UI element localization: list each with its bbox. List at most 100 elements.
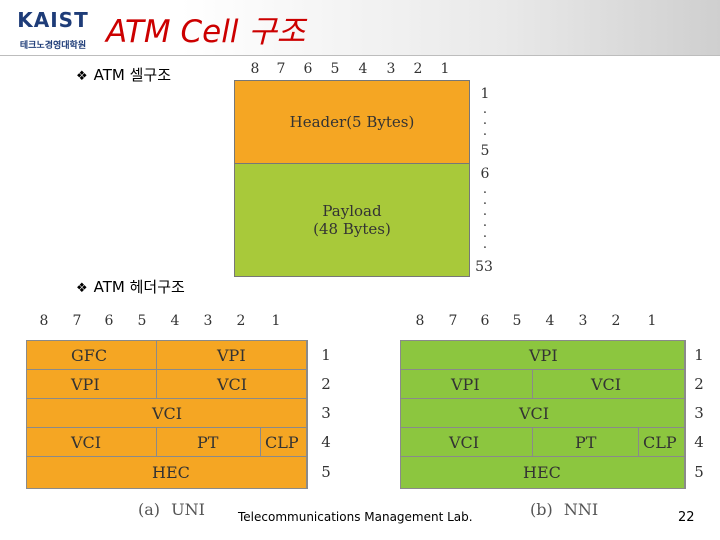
uni-vpi-field: VPI — [157, 341, 307, 370]
field-label: VPI — [217, 345, 246, 365]
octet-number: 5 — [480, 143, 490, 159]
nni-pt-field: PT — [533, 428, 639, 457]
field-label: HEC — [152, 463, 190, 482]
bullet-text: ATM 셀구조 — [93, 66, 172, 84]
bit-number: 8 — [415, 313, 425, 329]
bit-number: 6 — [480, 313, 490, 329]
caption-tag: (a) — [138, 500, 161, 519]
bit-number: 5 — [512, 313, 522, 329]
field-label: CLP — [265, 432, 299, 452]
nni-vci-field: VCI — [401, 428, 533, 457]
uni-vpi-field: VPI — [27, 370, 157, 399]
row-number: 4 — [321, 433, 331, 451]
bit-number: 2 — [236, 313, 246, 329]
uni-caption: (a) UNI — [138, 500, 205, 519]
bit-number: 8 — [39, 313, 49, 329]
field-label: VCI — [591, 374, 622, 394]
bit-number: 7 — [72, 313, 82, 329]
field-label: VCI — [519, 403, 550, 423]
bullet-header-structure: ❖ ATM 헤더구조 — [76, 276, 185, 297]
bit-number: 7 — [448, 313, 458, 329]
row-number: 1 — [694, 346, 704, 364]
bit-number: 4 — [358, 61, 368, 77]
field-label: VPI — [71, 374, 100, 394]
payload-size-label: (48 Bytes) — [313, 220, 391, 238]
bit-number: 4 — [545, 313, 555, 329]
octet-number: 53 — [475, 259, 493, 275]
field-label: GFC — [71, 345, 108, 365]
uni-vci-field: VCI — [157, 370, 307, 399]
bit-number: 1 — [271, 313, 281, 329]
uni-clp-field: CLP — [261, 428, 307, 457]
diamond-bullet-icon: ❖ — [76, 69, 88, 84]
caption-label: UNI — [171, 500, 205, 519]
bit-number: 5 — [330, 61, 340, 77]
bit-number: 2 — [611, 313, 621, 329]
field-label: HEC — [523, 463, 561, 482]
uni-pt-field: PT — [157, 428, 261, 457]
uni-header-table: GFC VPI VPI VCI VCI VCI PT CLP HEC — [26, 340, 308, 489]
bullet-cell-structure: ❖ ATM 셀구조 — [76, 64, 171, 85]
bit-number: 1 — [440, 61, 450, 77]
octet-dots: ...... — [482, 182, 488, 252]
bit-number: 3 — [578, 313, 588, 329]
field-label: PT — [575, 432, 597, 452]
field-label: VCI — [152, 403, 183, 423]
nni-caption: (b) NNI — [530, 500, 598, 519]
cell-header-block: Header(5 Bytes) — [234, 80, 470, 164]
field-label: VPI — [529, 345, 558, 365]
nni-vpi-field: VPI — [401, 341, 685, 370]
field-label: VCI — [217, 374, 248, 394]
bit-number: 4 — [170, 313, 180, 329]
bit-number: 6 — [104, 313, 114, 329]
bullet-text: ATM 헤더구조 — [93, 278, 185, 296]
bit-number: 7 — [276, 61, 286, 77]
nni-clp-field: CLP — [639, 428, 685, 457]
bit-number: 3 — [203, 313, 213, 329]
bit-number: 5 — [137, 313, 147, 329]
uni-vci-field: VCI — [27, 428, 157, 457]
octet-number: 6 — [480, 166, 490, 182]
bit-number: 2 — [413, 61, 423, 77]
caption-label: NNI — [563, 500, 599, 519]
kaist-logo: KAIST 테크노경영대학원 — [8, 8, 98, 54]
uni-gfc-field: GFC — [27, 341, 157, 370]
field-label: PT — [197, 432, 219, 452]
page-number: 22 — [678, 510, 695, 525]
row-number: 2 — [321, 375, 331, 393]
nni-vci-field: VCI — [533, 370, 685, 399]
bit-number: 1 — [647, 313, 657, 329]
octet-number: 1 — [480, 86, 490, 102]
caption-tag: (b) — [530, 500, 553, 519]
title-band — [0, 0, 720, 56]
octet-dots: ... — [482, 102, 488, 139]
footer-lab-name: Telecommunications Management Lab. — [238, 510, 473, 524]
bit-number: 6 — [303, 61, 313, 77]
row-number: 3 — [694, 404, 704, 422]
row-number: 1 — [321, 346, 331, 364]
nni-hec-field: HEC — [401, 457, 685, 488]
field-label: CLP — [643, 432, 677, 452]
row-number: 3 — [321, 404, 331, 422]
uni-vci-field: VCI — [27, 399, 307, 428]
nni-vci-field: VCI — [401, 399, 685, 428]
row-number: 5 — [321, 463, 331, 481]
logo-subtitle: 테크노경영대학원 — [19, 40, 87, 50]
row-number: 4 — [694, 433, 704, 451]
nni-vpi-field: VPI — [401, 370, 533, 399]
row-number: 2 — [694, 375, 704, 393]
bit-number: 8 — [250, 61, 260, 77]
logo-text: KAIST — [17, 8, 89, 32]
cell-header-label: Header(5 Bytes) — [289, 113, 415, 131]
uni-hec-field: HEC — [27, 457, 307, 488]
field-label: VPI — [451, 374, 480, 394]
field-label: VCI — [71, 432, 102, 452]
row-number: 5 — [694, 463, 704, 481]
nni-header-table: VPI VPI VCI VCI VCI PT CLP HEC — [400, 340, 686, 489]
slide-title: ATM Cell 구조 — [106, 14, 306, 50]
cell-payload-block: Payload (48 Bytes) — [234, 163, 470, 277]
field-label: VCI — [449, 432, 480, 452]
diamond-bullet-icon: ❖ — [76, 281, 88, 296]
bit-number: 3 — [386, 61, 396, 77]
payload-label: Payload — [322, 202, 382, 220]
